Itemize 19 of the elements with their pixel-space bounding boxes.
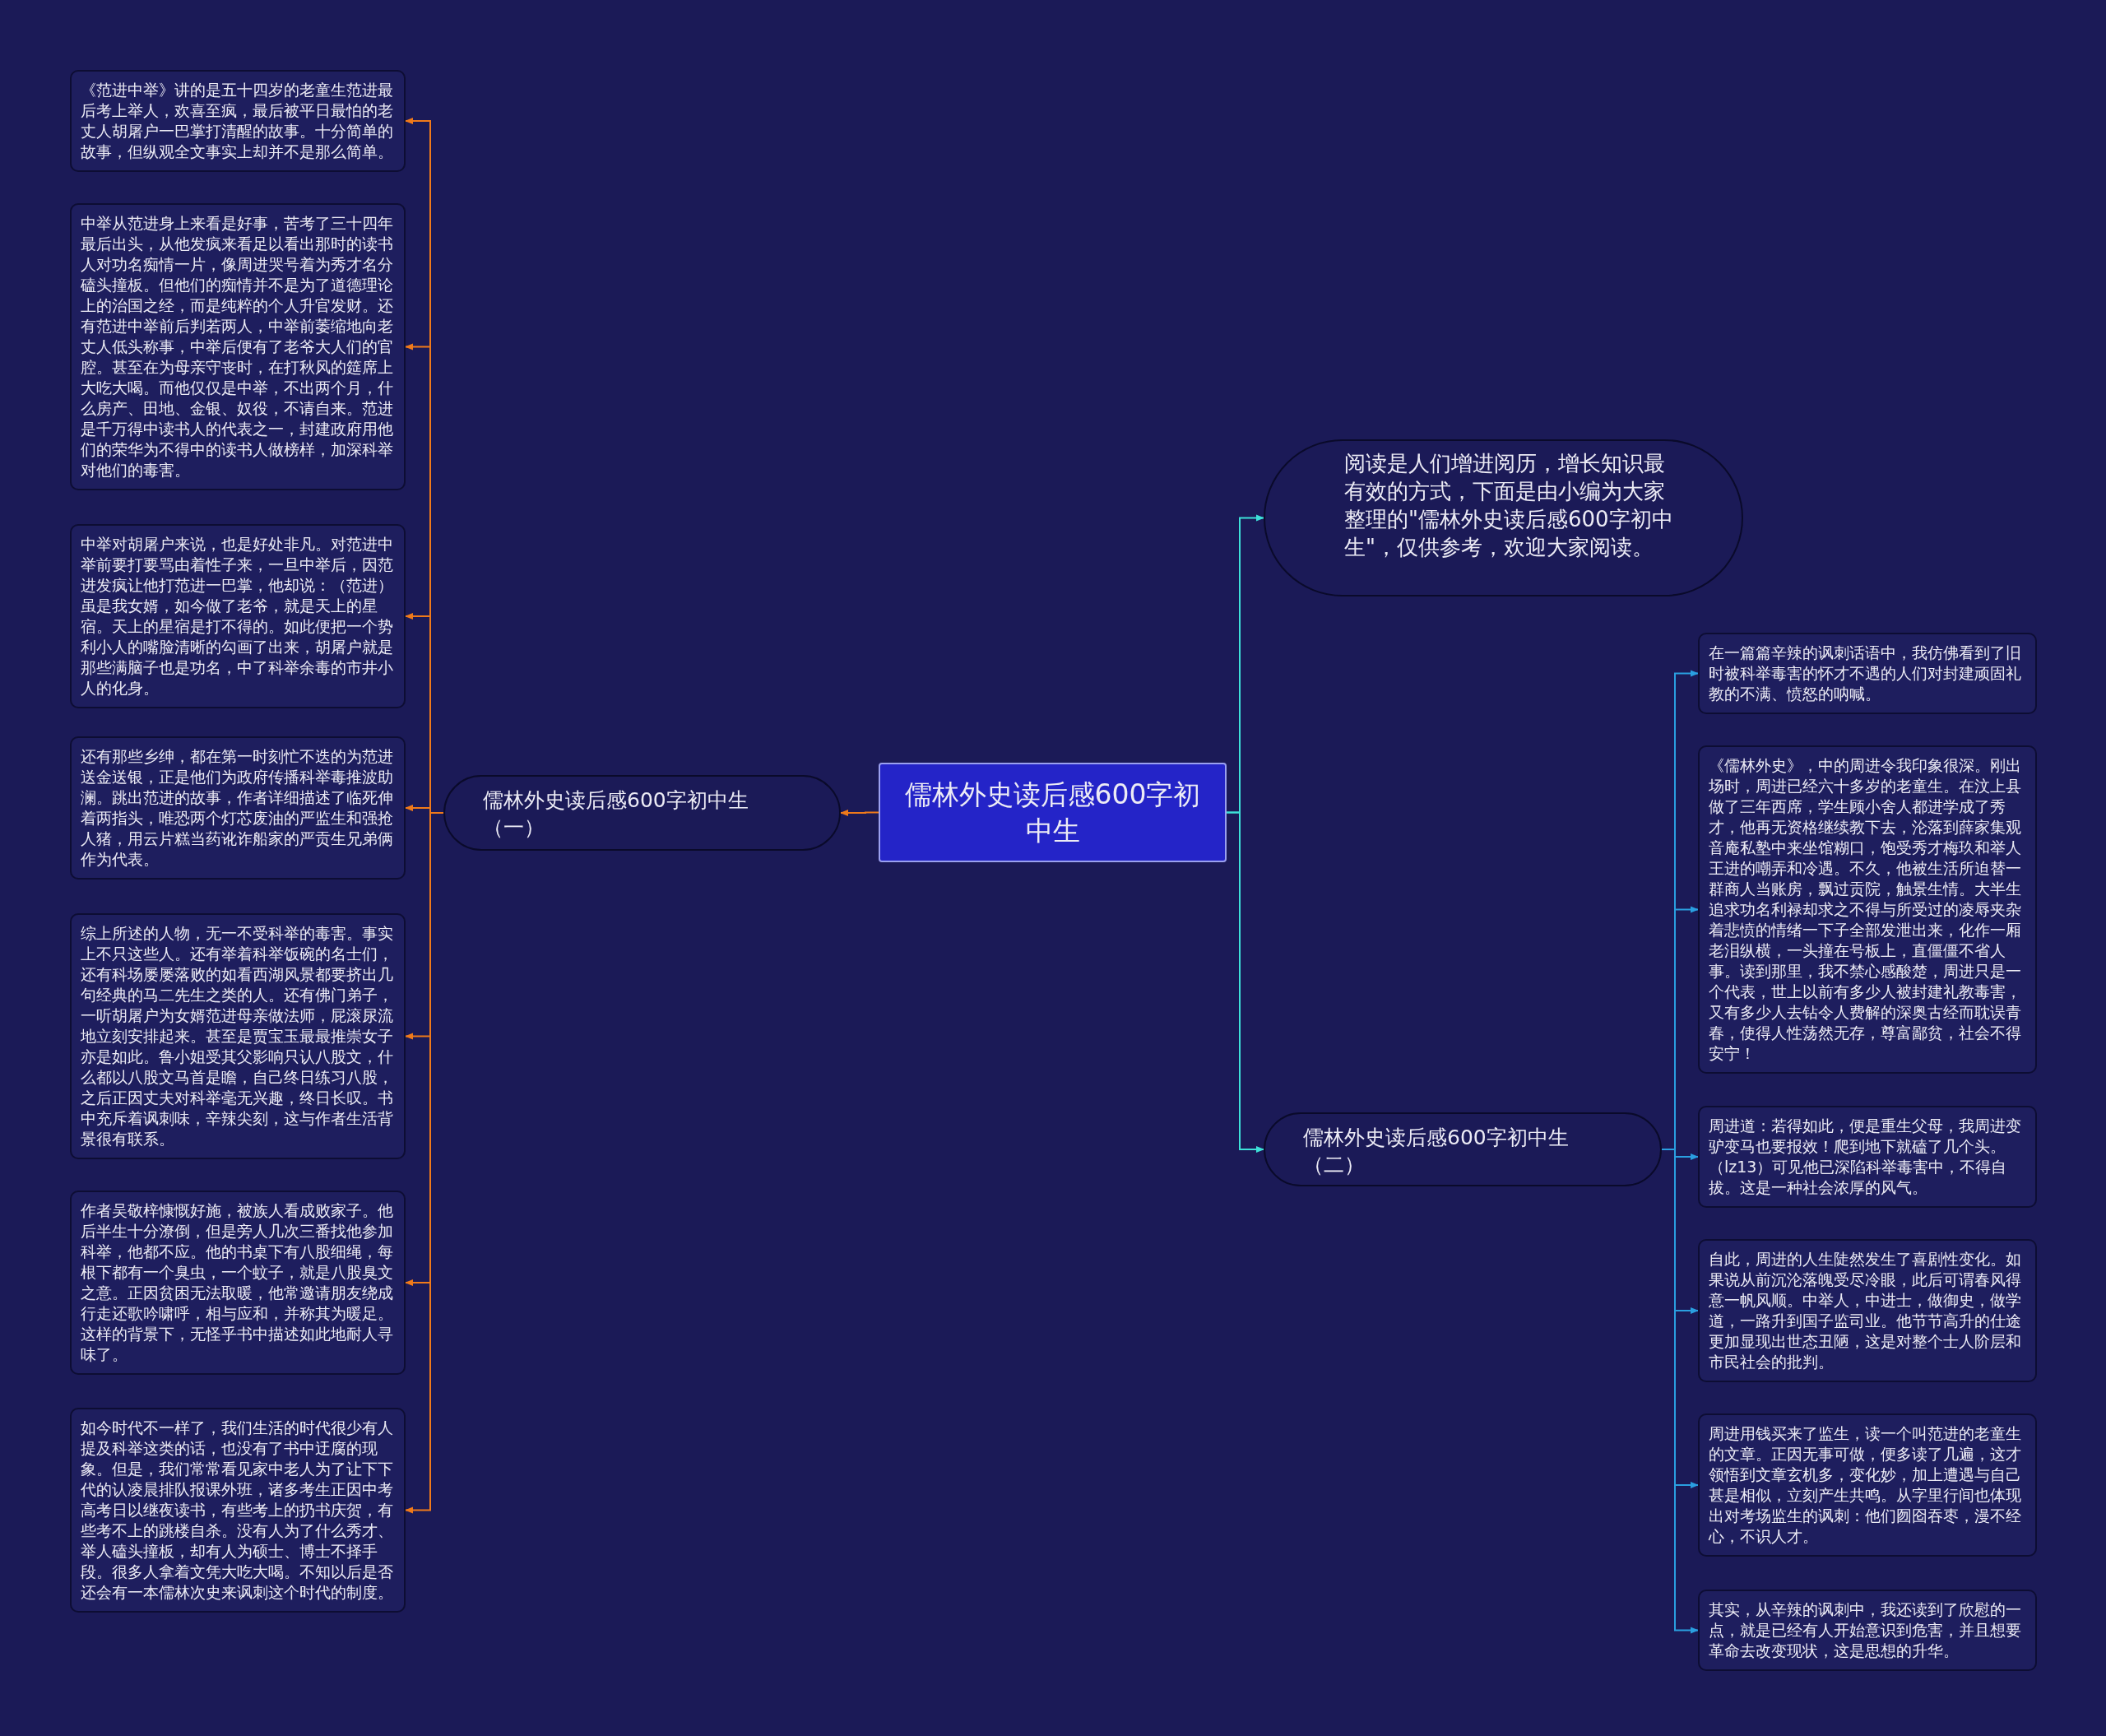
text-card: 《儒林外史》，中的周进令我印象很深。刚出场时，周进已经六十多岁的老童生。在汶上县做了三年西席，学生顾小舍人都进学成了秀才，他再无资格继续教下去，沦落到薛家集观音庵私塾中来坐馆糊口，饱受秀才梅玖和举人王进的嘲弄和冷遇。不久，他被生活所迫替一群商人当账房，飘过贡院，触景生情。大半生追求功名利禄却求之不得与所受过的凌辱夹杂着悲愤的情绪一下子全部发泄出来，化作一厢老泪纵横，一头撞在号板上，直僵僵不省人事。读到那里，我不禁心感酸楚，周进只是一个代表，世上以前有多少人被封建礼教毒害，又有多少人去钻令人费解的深奥古经而耽误青春，使得人性荡然无存，尊富鄙贫，社会不得安宁！ <box>1698 745 2037 1074</box>
text-card: 《范进中举》讲的是五十四岁的老童生范进最后考上举人，欢喜至疯，最后被平日最怕的老丈人胡屠户一巴掌打清醒的故事。十分简单的故事，但纵观全文事实上却并不是那么简单。 <box>70 70 406 172</box>
text-card: 在一篇篇辛辣的讽刺话语中，我仿佛看到了旧时被科举毒害的怀才不遇的人们对封建顽固礼教的不满、愤怒的呐喊。 <box>1698 633 2037 714</box>
text-card: 还有那些乡绅，都在第一时刻忙不迭的为范进送金送银，正是他们为政府传播科举毒推波助澜。跳出范进的故事，作者详细描述了临死伸着两指头，唯恐两个灯芯废油的严监生和强抢人猪，用云片糕当药讹诈船家的严贡生兄弟俩作为代表。 <box>70 736 406 880</box>
text-card: 如今时代不一样了，我们生活的时代很少有人提及科举这类的话，也没有了书中迂腐的现象。但是，我们常常看见家中老人为了让下下代的认凌晨排队报课外班，诸多考生正因中考高考日以继夜读书，有些考上的扔书庆贺，有些考不上的跳楼自杀。没有人为了什么秀才、举人磕头撞板，却有人为硕士、博士不择手段。很多人拿着文凭大吃大喝。不知以后是否还会有一本儒林次史来讽刺这个时代的制度。 <box>70 1408 406 1613</box>
arrow <box>1226 811 1264 1153</box>
text-card: 中举对胡屠户来说，也是好处非凡。对范进中举前要打要骂由着性子来，一旦中举后，因范进发疯让他打范进一巴掌，他却说：（范进）虽是我女婿，如今做了老爷，就是天上的星宿。天上的星宿是打不得的。如此便把一个势利小人的嘴脸清晰的勾画了出来，胡屠户就是那些满脑子也是功名，中了科举余毒的市井小人的化身。 <box>70 524 406 708</box>
text-card: 自此，周进的人生陡然发生了喜剧性变化。如果说从前沉沦落魄受尽冷眼，此后可谓春风得意一帆风顺。中举人，中进士，做御史，做学道，一路升到国子监司业。他节节高升的仕途更加显现出世态丑陋，这是对整个士人阶层和市民社会的批判。 <box>1698 1239 2037 1382</box>
text-card: 中举从范进身上来看是好事，苦考了三十四年最后出头，从他发疯来看足以看出那时的读书人对功名痴情一片，像周进哭号着为秀才名分磕头撞板。但他们的痴情并不是为了道德理论上的治国之经，而是纯粹的个人升官发财。还有范进中举前后判若两人，中举前萎缩地向老丈人低头称事，中举后便有了老爷大人们的官腔。甚至在为母亲守丧时，在打秋风的筵席上大吃大喝。而他仅仅是中举，不出两个月，什么房产、田地、金银、奴役，不请自来。范进是千万得中读书人的代表之一，封建政府用他们的荣华为不得中的读书人做榜样，加深科举对他们的毒害。 <box>70 203 406 490</box>
text-card: 其实，从辛辣的讽刺中，我还读到了欣慰的一点，就是已经有人开始意识到危害，并且想要革命去改变现状，这是思想的升华。 <box>1698 1590 2037 1671</box>
topic-box: 儒林外史读后感600字初中生 <box>879 763 1227 862</box>
text-card: 周进用钱买来了监生，读一个叫范进的老童生的文章。正因无事可做，便多读了几遍，这才领悟到文章玄机多，变化妙，加上遭遇与自己甚是相似，立刻产生共鸣。从字里行间也体现出对考场监生的讽刺：他们囫囵吞枣，漫不经心，不识人才。 <box>1698 1413 2037 1557</box>
branch-box: 儒林外史读后感600字初中生（二） <box>1264 1112 1662 1186</box>
intro-box: 阅读是人们增进阅历，增长知识最有效的方式，下面是由小编为大家整理的"儒林外史读后感600字初中生"，仅供参考，欢迎大家阅读。 <box>1264 439 1743 596</box>
branch-box: 儒林外史读后感600字初中生（一） <box>443 775 841 851</box>
text-card: 周进道：若得如此，便是重生父母，我周进变驴变马也要报效！爬到地下就磕了几个头。（lz13）可见他已深陷科举毒害中，不得自拔。这是一种社会浓厚的风气。 <box>1698 1106 2037 1208</box>
text-card: 综上所述的人物，无一不受科举的毒害。事实上不只这些人。还有举着科举饭碗的名士们，还有科场屡屡落败的如看西湖风景都要挤出几句经典的马二先生之类的人。还有佛门弟子，一听胡屠户为女婿范进母亲做法师，屁滚尿流地立刻安排起来。甚至是贾宝玉最最推崇女子亦是如此。鲁小姐受其父影响只认八股文，什么都以八股文马首是瞻，自己终日练习八股，之后正因丈夫对科举毫无兴趣，终日长叹。书中充斥着讽刺味，辛辣尖刻，这与作者生活背景很有联系。 <box>70 913 406 1159</box>
arrow <box>840 810 879 816</box>
text-card: 作者吴敬梓慷慨好施，被族人看成败家子。他后半生十分潦倒，但是旁人几次三番找他参加科举，他都不应。他的书桌下有八股细绳，每根下都有一个臭虫，一个蚊子，就是八股臭文之意。正因贫困无法取暖，他常邀请朋友绕成行走还歌吟啸呼，相与应和，并称其为暖足。这样的背景下，无怪乎书中描述如此地耐人寻味了。 <box>70 1191 406 1375</box>
